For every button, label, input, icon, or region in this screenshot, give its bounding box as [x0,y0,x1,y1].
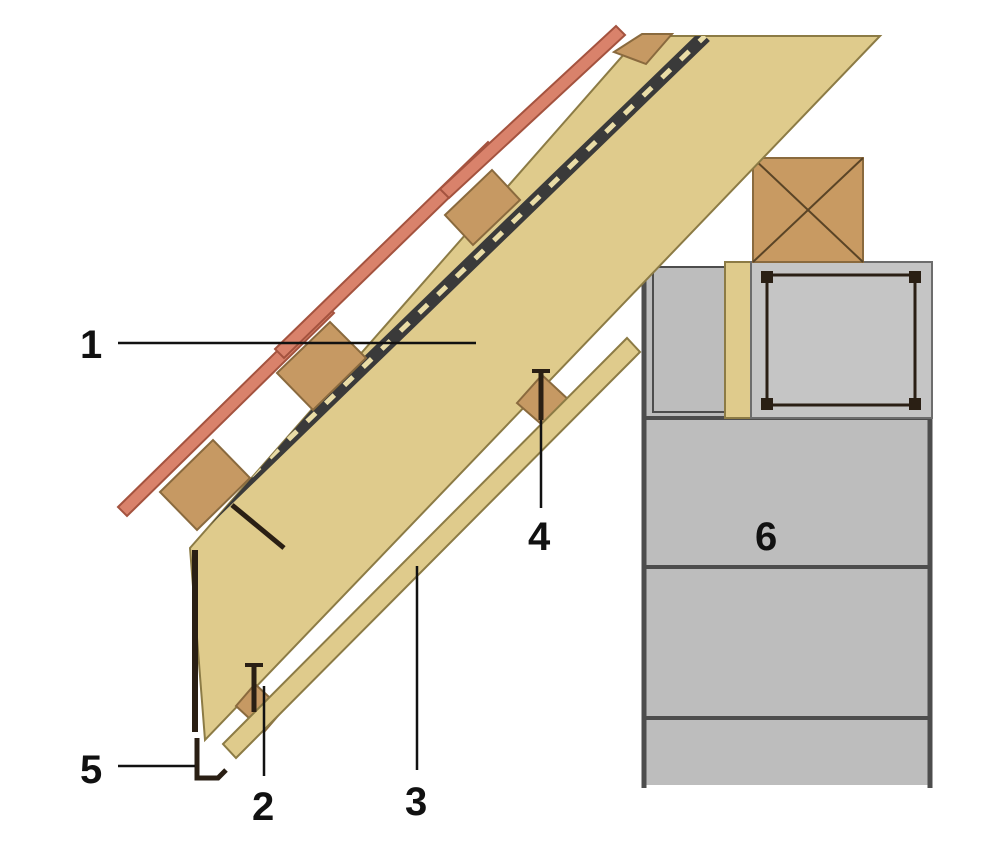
callout-6: 6 [755,515,777,559]
ring-beam [750,261,933,419]
wall-plate-timber [752,157,864,263]
roof-tiles [116,24,627,518]
callout-2: 2 [252,785,274,829]
callout-3: 3 [405,780,427,824]
insulation-strip [724,261,752,419]
leader-lines [118,341,543,776]
callout-5: 5 [80,748,102,792]
fascia-gutter-profile [192,550,228,781]
callout-4: 4 [528,515,551,559]
anchor-bracket [230,503,286,550]
soffit-board [221,336,642,760]
callout-1: 1 [80,323,102,367]
roof-membrane [190,36,710,536]
fasteners [245,369,550,712]
